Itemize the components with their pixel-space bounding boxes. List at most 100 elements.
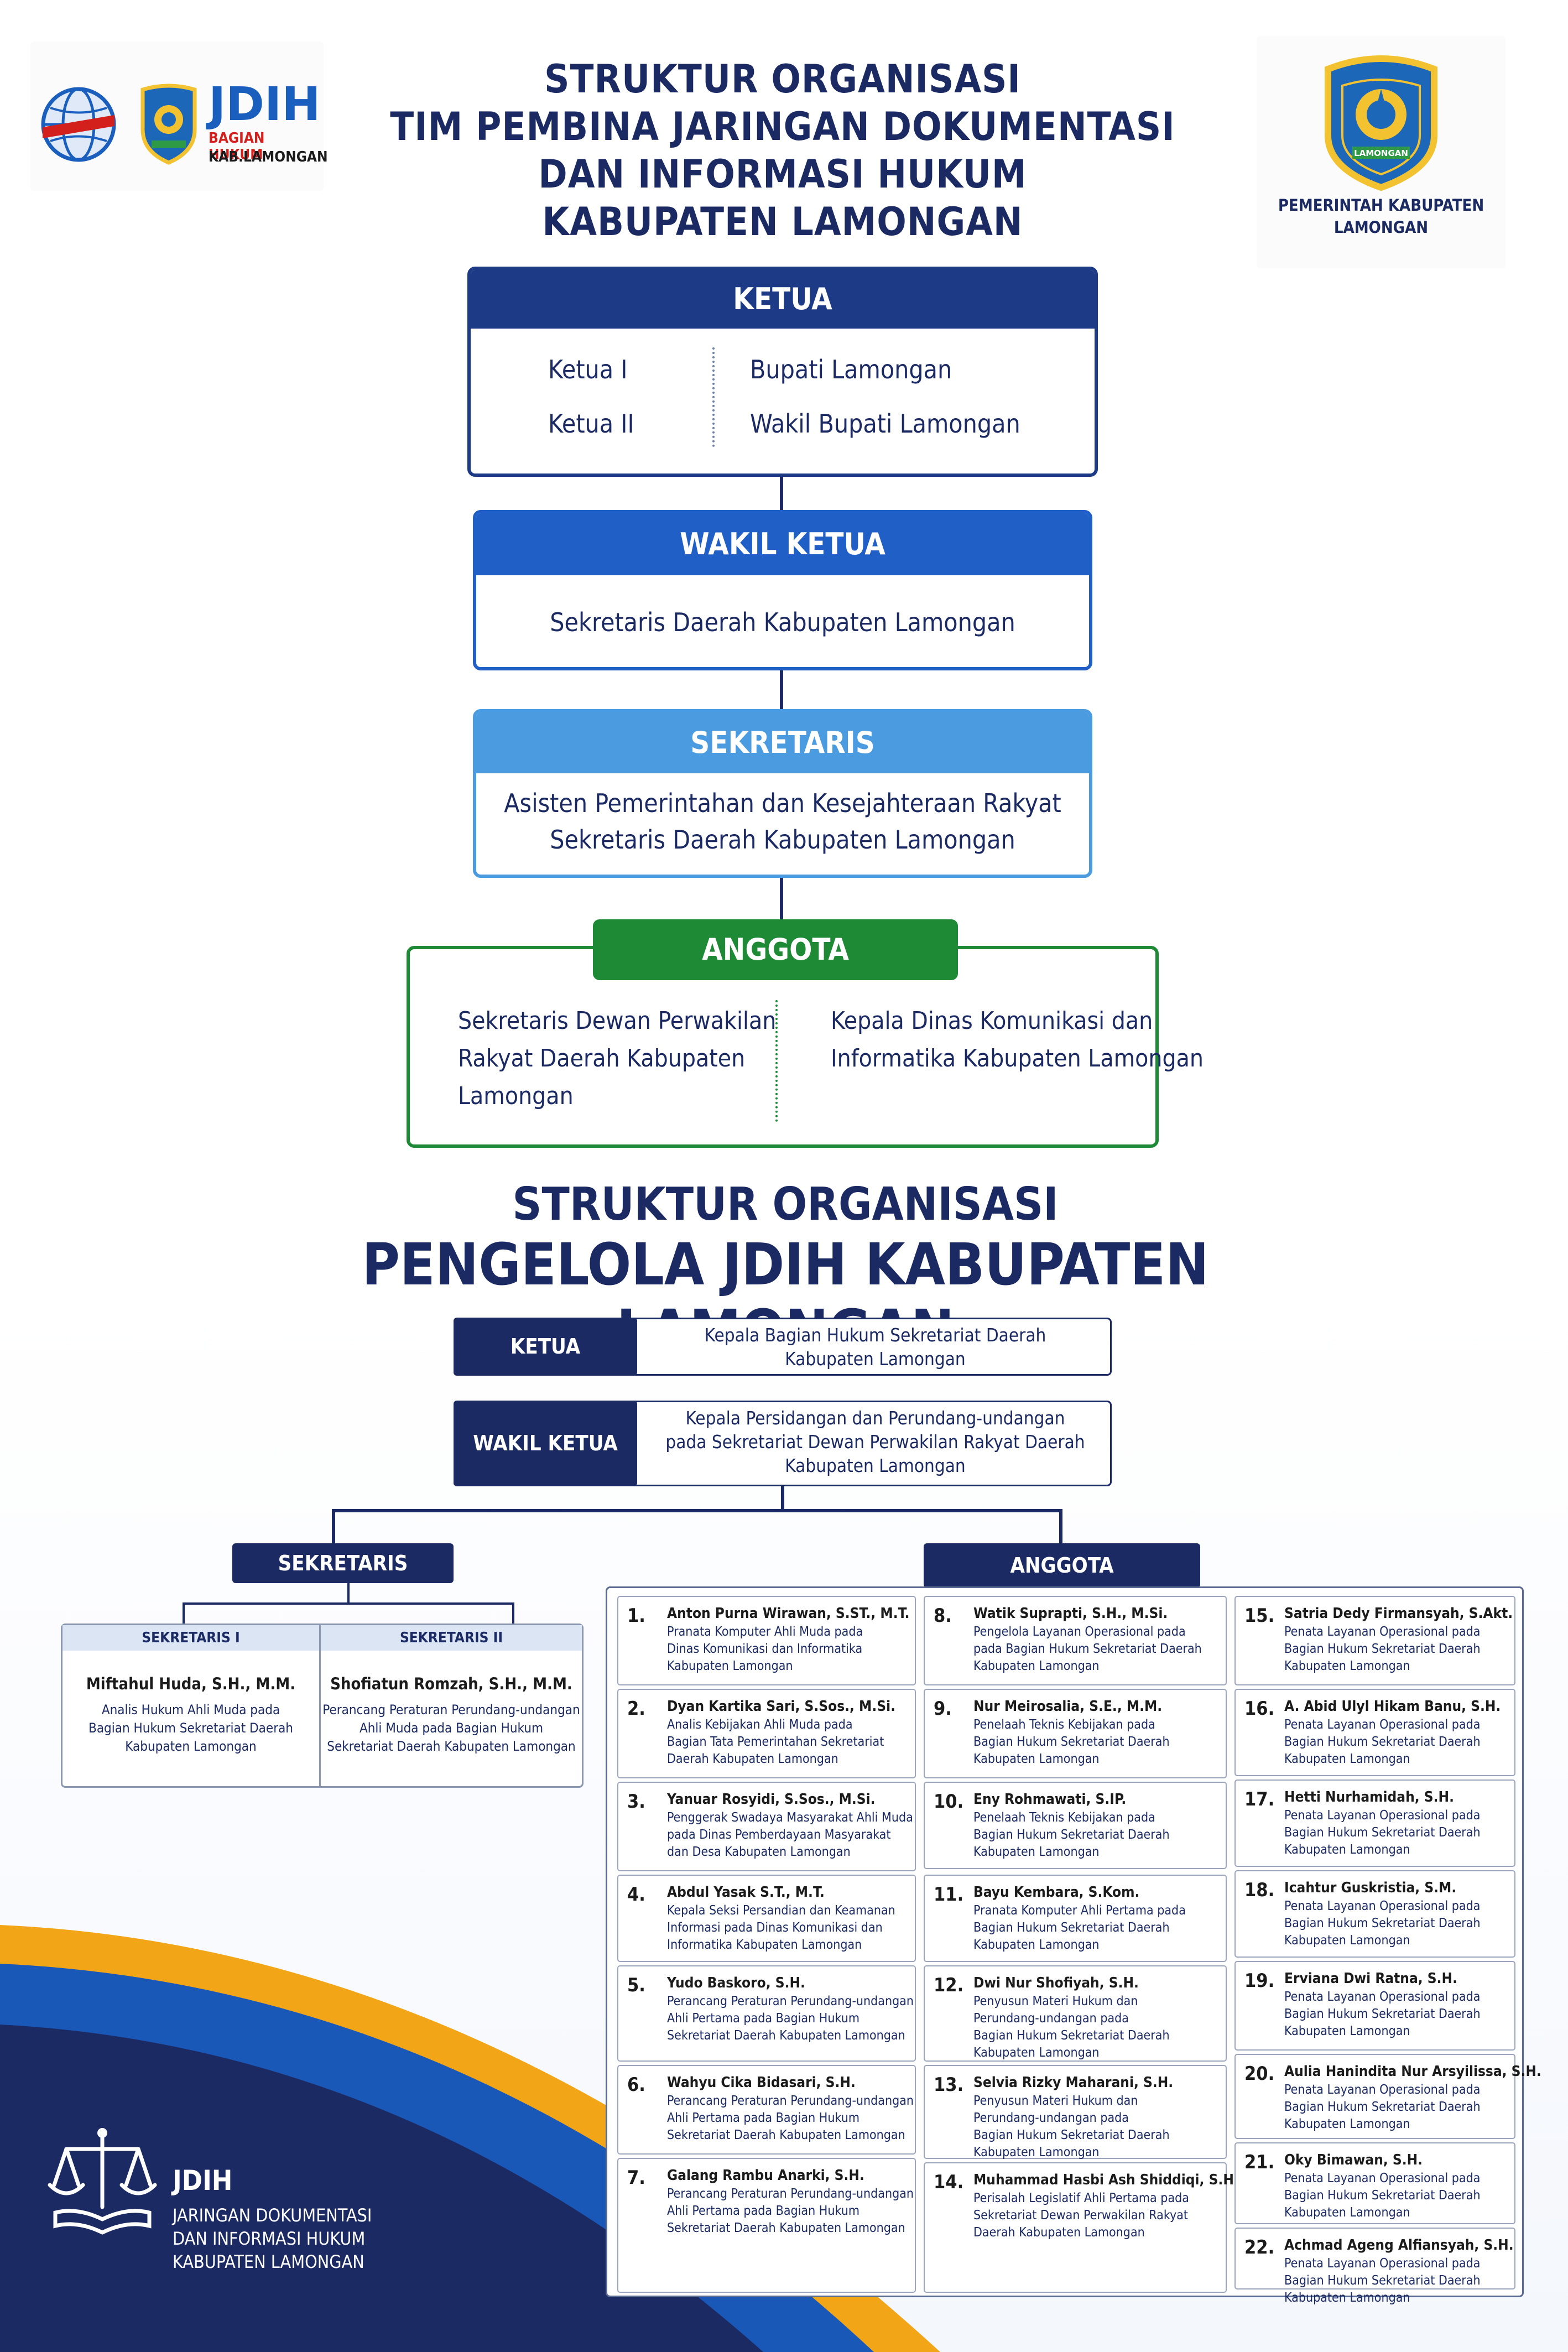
sekretaris-box: SEKRETARIS Asisten Pemerintahan dan Kese… xyxy=(473,709,1092,878)
connector xyxy=(780,476,783,512)
member-number: 12. xyxy=(934,1974,964,1996)
sekretaris-1-name: Miftahul Huda, S.H., M.M. xyxy=(86,1674,296,1693)
member-role: Penata Layanan Operasional pada Bagian H… xyxy=(1284,1990,1481,2038)
member-number: 5. xyxy=(627,1974,645,1996)
title-line: TIM PEMBINA JARINGAN DOKUMENTASI xyxy=(390,104,1175,149)
ketua-role: Ketua II xyxy=(548,409,634,439)
dotted-divider xyxy=(775,1000,778,1122)
member-name: Yanuar Rosyidi, S.Sos., M.Si. xyxy=(667,1791,876,1808)
jdih-logo-line1: BAGIAN HUKUM xyxy=(209,130,265,163)
member-card: 7.Galang Rambu Anarki, S.H.Perancang Per… xyxy=(617,2158,916,2293)
member-number: 1. xyxy=(627,1605,645,1627)
pengelola-wakil-line: Kabupaten Lamongan xyxy=(785,1455,966,1476)
title-line: DAN INFORMASI HUKUM xyxy=(538,152,1027,197)
member-role: Pranata Komputer Ahli Pertama pada Bagia… xyxy=(973,1903,1186,1952)
member-card: 18. Icahtur Guskristia, S.M. Penata Layana… xyxy=(1234,1870,1515,1958)
sekretaris-line2: Sekretaris Daerah Kabupaten Lamongan xyxy=(550,825,1015,855)
member-number: 11. xyxy=(934,1883,964,1906)
connector xyxy=(1059,1509,1062,1543)
member-card: 1. Anton Purna Wirawan, S.ST., M.T. Pranat… xyxy=(617,1596,916,1685)
lamongan-shield-icon: LAMONGAN xyxy=(1325,55,1437,191)
member-role: Perisalah Legislatif Ahli Pertama pada S… xyxy=(973,2191,1189,2240)
member-name: Dwi Nur Shofiyah, S.H. xyxy=(973,1975,1139,1991)
connector xyxy=(332,1509,1062,1512)
member-name: Achmad Ageng Alfiansyah, S.H. xyxy=(1284,2237,1514,2254)
member-role: Penggerak Swadaya Masyarakat Ahli Muda p… xyxy=(667,1810,913,1859)
globe-icon xyxy=(41,87,116,162)
member-name: Satria Dedy Firmansyah, S.Akt. xyxy=(1284,1605,1513,1622)
member-card: 6.Wahyu Cika Bidasari, S.H.Perancang Per… xyxy=(617,2065,916,2155)
sekretaris-2-header: SEKRETARIS II xyxy=(321,1625,582,1651)
member-name: Watik Suprapti, S.H., M.Si. xyxy=(973,1605,1168,1622)
member-role: Penata Layanan Operasional pada Bagian H… xyxy=(1284,1718,1481,1766)
member-role: Penata Layanan Operasional pada Bagian H… xyxy=(1284,2256,1481,2305)
anggota-grid: 1. Anton Purna Wirawan, S.ST., M.T. Pranat… xyxy=(606,1586,1541,2305)
pemkab-line1: PEMERINTAH KABUPATEN xyxy=(1278,196,1484,215)
footer-line: DAN INFORMASI HUKUM xyxy=(173,2228,366,2249)
pengelola-anggota-label: ANGGOTA xyxy=(924,1543,1200,1588)
member-number: 16. xyxy=(1244,1698,1275,1720)
member-card: 22. Achmad Ageng Alfiansyah, S.H. Penata L… xyxy=(1234,2228,1515,2305)
connector xyxy=(332,1509,335,1543)
anggota-header: ANGGOTA xyxy=(593,919,958,980)
footer-line: JARINGAN DOKUMENTASI xyxy=(173,2205,372,2226)
sekretaris-1-desc: Kabupaten Lamongan xyxy=(125,1739,257,1754)
member-name: Oky Bimawan, S.H. xyxy=(1284,2152,1423,2168)
member-name: Aulia Hanindita Nur Arsyilissa, S.H. xyxy=(1284,2063,1541,2080)
member-role: Pengelola Layanan Operasional pada pada … xyxy=(973,1625,1202,1673)
sekretaris-1-header: SEKRETARIS I xyxy=(62,1625,319,1651)
pengelola-ketua-line: Kabupaten Lamongan xyxy=(785,1348,966,1370)
member-number: 21. xyxy=(1244,2151,1275,2173)
member-name: Anton Purna Wirawan, S.ST., M.T. xyxy=(667,1605,910,1622)
pengelola-wakil-label: WAKIL KETUA xyxy=(454,1401,637,1486)
wakil-ketua-text: Sekretaris Daerah Kabupaten Lamongan xyxy=(550,607,1015,637)
ketua-header: KETUA xyxy=(471,270,1095,329)
title-line: STRUKTUR ORGANISASI xyxy=(544,56,1021,102)
jdih-logo-line2: KAB.LAMONGAN xyxy=(209,149,328,165)
ketua-box: KETUA Ketua I Bupati Lamongan Ketua II W… xyxy=(467,267,1098,477)
pengelola-sekretaris-label: SEKRETARIS xyxy=(232,1543,454,1583)
anggota-left-line: Sekretaris Dewan Perwakilan xyxy=(458,1007,777,1035)
member-name: Yudo Baskoro, S.H. xyxy=(667,1975,805,1991)
sekretaris-2-name: Shofiatun Romzah, S.H., M.M. xyxy=(330,1674,572,1693)
member-number: 9. xyxy=(934,1698,952,1720)
member-number: 8. xyxy=(934,1605,952,1627)
sekretaris-divider xyxy=(319,1625,321,1786)
sekretaris-line1: Asisten Pemerintahan dan Kesejahteraan R… xyxy=(504,788,1061,818)
member-name: Nur Meirosalia, S.E., M.M. xyxy=(973,1698,1163,1715)
member-name: Hetti Nurhamidah, S.H. xyxy=(1284,1789,1454,1805)
member-name: Icahtur Guskristia, S.M. xyxy=(1284,1880,1457,1896)
sekretaris-1-desc: Bagian Hukum Sekretariat Daerah xyxy=(88,1720,293,1736)
jdih-logo: JDIH BAGIAN HUKUM KAB.LAMONGAN xyxy=(30,41,328,191)
footer-line: KABUPATEN LAMONGAN xyxy=(173,2251,364,2272)
member-card: 13.Selvia Rizky Maharani, S.H.Penyusun M… xyxy=(924,2065,1227,2160)
sekretaris-2-desc: Ahli Muda pada Bagian Hukum xyxy=(359,1720,544,1736)
footer-brand: JDIH xyxy=(173,2164,233,2197)
member-role: Penelaah Teknis Kebijakan pada Bagian Hu… xyxy=(973,1718,1170,1766)
justice-scale-icon xyxy=(48,2128,157,2235)
sekretaris-2-desc: Sekretariat Daerah Kabupaten Lamongan xyxy=(327,1739,576,1754)
member-number: 22. xyxy=(1244,2236,1275,2259)
member-card: 11.Bayu Kembara, S.Kom.Pranata Komputer … xyxy=(924,1875,1227,1962)
member-number: 14. xyxy=(934,2171,964,2193)
pengelola-wakil-line: pada Sekretariat Dewan Perwakilan Rakyat… xyxy=(665,1431,1085,1453)
member-role: Penata Layanan Operasional pada Bagian H… xyxy=(1284,1625,1481,1673)
member-role: Pranata Komputer Ahli Muda pada Dinas Ko… xyxy=(667,1625,863,1673)
anggota-left-line: Lamongan xyxy=(458,1082,574,1110)
anggota-right-line: Kepala Dinas Komunikasi dan xyxy=(831,1007,1153,1035)
member-role: Penata Layanan Operasional pada Bagian H… xyxy=(1284,1808,1481,1857)
member-name: Eny Rohmawati, S.IP. xyxy=(973,1791,1127,1808)
member-card: 9. Nur Meirosalia, S.E., M.M. Penelaah Tek… xyxy=(924,1689,1227,1778)
member-card: 8. Watik Suprapti, S.H., M.Si. Pengelola L… xyxy=(924,1596,1227,1685)
member-number: 18. xyxy=(1244,1879,1275,1901)
sekretaris-1-desc: Analis Hukum Ahli Muda pada xyxy=(101,1702,280,1718)
jdih-logo-brand: JDIH xyxy=(209,77,321,131)
member-role: Perancang Peraturan Perundang-undangan A… xyxy=(667,2094,914,2142)
member-card: 21.Oky Bimawan, S.H.Penata Layanan Opera… xyxy=(1234,2142,1515,2224)
member-card: 3.Yanuar Rosyidi, S.Sos., M.Si.Penggerak… xyxy=(617,1782,916,1871)
member-role: Penata Layanan Operasional pada Bagian H… xyxy=(1284,2083,1481,2131)
anggota-left-line: Rakyat Daerah Kabupaten xyxy=(458,1044,746,1073)
member-role: Kepala Seksi Persandian dan Keamanan Inf… xyxy=(667,1903,895,1952)
member-role: Penata Layanan Operasional pada Bagian H… xyxy=(1284,1899,1481,1948)
member-role: Perancang Peraturan Perundang-undangan A… xyxy=(667,2187,914,2235)
